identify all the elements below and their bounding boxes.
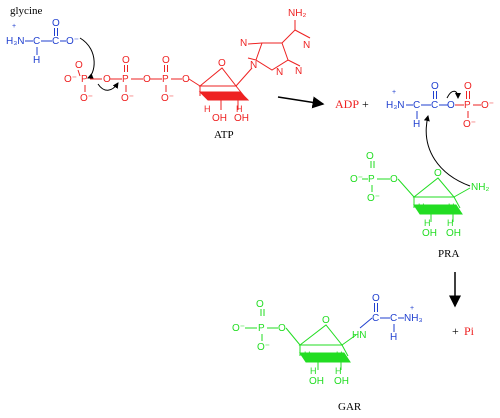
svg-text:O: O <box>143 74 151 85</box>
gar-molecule: O O⁻ P O⁻ O O H H H H OH OH HN <box>232 299 366 387</box>
svg-text:H: H <box>33 55 40 66</box>
svg-text:H: H <box>236 104 243 114</box>
svg-text:H: H <box>447 218 454 228</box>
reaction-arrow-main <box>277 96 325 109</box>
pra-molecule: O O⁻ P O⁻ O O H H H H OH OH NH₂ PRA <box>350 151 489 260</box>
svg-text:C: C <box>33 36 40 47</box>
glycine-molecule: glycine + H₃N C H C O O⁻ <box>6 5 79 66</box>
svg-text:H: H <box>335 366 342 376</box>
svg-text:N: N <box>240 38 247 49</box>
svg-text:HN: HN <box>352 330 366 341</box>
svg-text:H: H <box>418 202 425 212</box>
svg-text:H: H <box>424 218 431 228</box>
svg-text:P: P <box>368 174 375 185</box>
svg-text:O⁻: O⁻ <box>350 174 363 185</box>
svg-text:C: C <box>372 313 379 324</box>
atp-molecule: O O⁻ P O⁻ O P O O⁻ O P O O⁻ O O Ph H H <box>64 8 311 141</box>
curved-arrow-nucleophile <box>423 115 471 187</box>
svg-text:OH: OH <box>422 228 437 239</box>
svg-text:O: O <box>122 55 130 66</box>
svg-text:O: O <box>256 299 264 310</box>
glycine-label: glycine <box>10 5 42 17</box>
glycine-amine: H₃N <box>6 36 25 47</box>
svg-text:P: P <box>122 74 129 85</box>
svg-text:NH₂: NH₂ <box>471 182 489 193</box>
svg-text:C: C <box>52 36 59 47</box>
pi-label: Pi <box>464 324 475 338</box>
svg-text:O: O <box>182 74 190 85</box>
svg-text:O: O <box>390 174 398 185</box>
svg-text:O⁻: O⁻ <box>232 323 245 334</box>
atp-label: ATP <box>214 129 234 141</box>
gar-label: GAR <box>338 401 362 413</box>
svg-text:O⁻: O⁻ <box>80 93 93 104</box>
svg-text:C: C <box>413 100 420 111</box>
svg-text:C: C <box>431 100 438 111</box>
svg-text:O: O <box>52 18 60 29</box>
glycyl-phosphate-group: P O O⁻ O⁻ <box>455 81 494 130</box>
plus-sign-2: + <box>452 324 459 338</box>
svg-text:P: P <box>162 74 169 85</box>
svg-text:O⁻: O⁻ <box>121 93 134 104</box>
svg-text:NH₃: NH₃ <box>404 313 423 324</box>
svg-text:H: H <box>304 350 311 360</box>
svg-text:Ph: Ph <box>208 91 218 100</box>
svg-text:H: H <box>336 350 343 360</box>
svg-text:O⁻: O⁻ <box>463 119 476 130</box>
pra-label: PRA <box>438 248 459 260</box>
svg-text:NH₂: NH₂ <box>288 8 306 19</box>
svg-text:+: + <box>12 23 16 30</box>
svg-text:O: O <box>366 151 374 162</box>
svg-text:O⁻: O⁻ <box>481 100 494 111</box>
svg-text:O: O <box>431 81 439 92</box>
svg-text:H: H <box>390 332 397 343</box>
curved-arrow-phosphate <box>97 82 119 91</box>
svg-text:OH: OH <box>212 113 227 124</box>
svg-text:N: N <box>250 60 257 71</box>
curved-arrow-leaving <box>446 90 461 99</box>
svg-text:O⁻: O⁻ <box>257 342 270 353</box>
svg-text:O⁻: O⁻ <box>64 74 77 85</box>
svg-text:O: O <box>218 58 226 69</box>
gar-glycyl-group: C O C H + NH₃ <box>359 293 423 343</box>
svg-text:OH: OH <box>334 376 349 387</box>
svg-text:O⁻: O⁻ <box>161 93 174 104</box>
svg-text:OH: OH <box>234 113 249 124</box>
svg-text:N: N <box>276 67 283 78</box>
svg-text:H: H <box>448 202 455 212</box>
plus-sign-1: + <box>362 97 369 111</box>
svg-text:O: O <box>322 315 330 326</box>
svg-text:OH: OH <box>309 376 324 387</box>
svg-text:H: H <box>310 366 317 376</box>
svg-text:+: + <box>392 89 396 96</box>
svg-text:H: H <box>413 119 420 130</box>
svg-text:H: H <box>204 104 211 114</box>
svg-text:P: P <box>258 323 265 334</box>
svg-text:C: C <box>390 313 397 324</box>
svg-text:O: O <box>447 100 455 111</box>
svg-text:N: N <box>303 40 310 51</box>
svg-text:O⁻: O⁻ <box>367 193 380 204</box>
svg-text:O: O <box>464 81 472 92</box>
curved-arrow-attack <box>79 37 95 79</box>
svg-text:O: O <box>434 168 442 179</box>
svg-text:+: + <box>410 305 414 312</box>
svg-text:O: O <box>103 74 111 85</box>
svg-text:O⁻: O⁻ <box>66 36 79 47</box>
svg-text:O: O <box>278 323 286 334</box>
svg-text:P: P <box>81 74 88 85</box>
svg-text:P: P <box>464 100 471 111</box>
svg-text:H₃N: H₃N <box>386 100 405 111</box>
svg-text:N: N <box>295 66 302 77</box>
svg-text:O: O <box>75 60 83 71</box>
svg-text:O: O <box>372 293 380 304</box>
glycyl-phosphate: + H₃N C H C O O <box>386 81 455 130</box>
svg-text:O: O <box>162 55 170 66</box>
svg-text:OH: OH <box>446 228 461 239</box>
adp-label: ADP <box>335 97 359 111</box>
